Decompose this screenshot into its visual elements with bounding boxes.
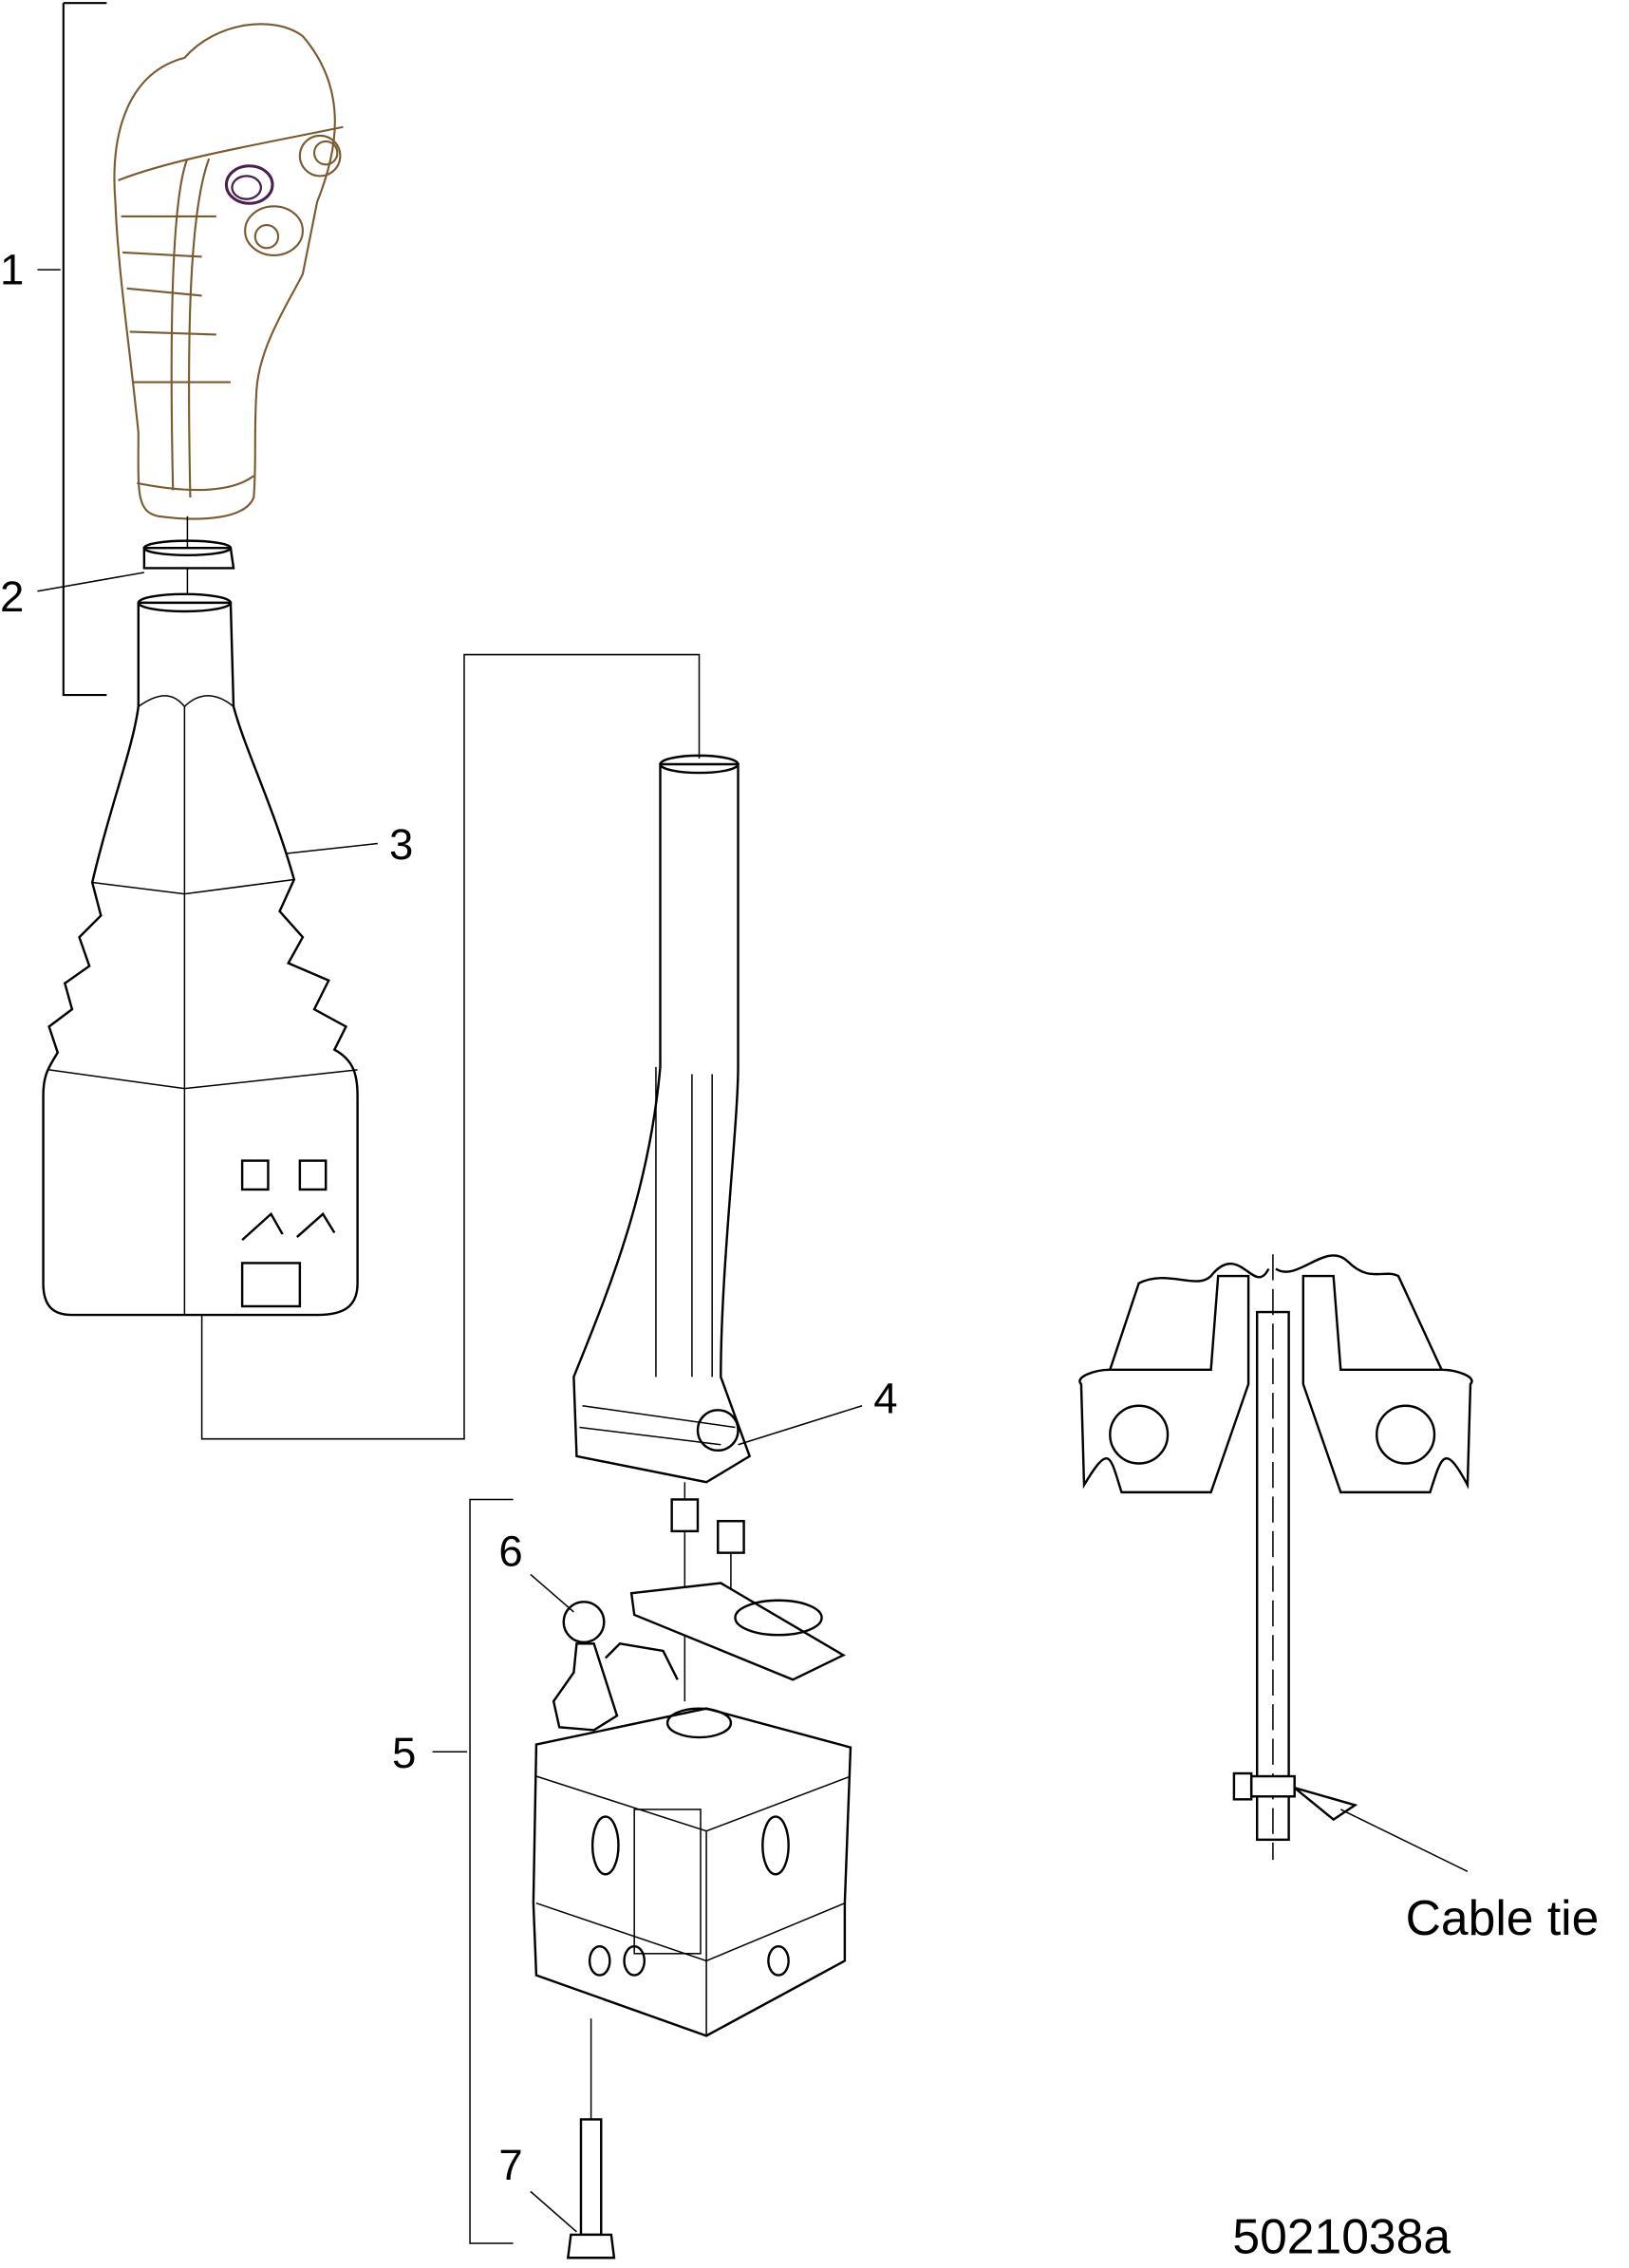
rubber-boot	[42, 592, 359, 1317]
callout-2: 2	[0, 572, 24, 621]
callout-1: 1	[0, 245, 24, 293]
callout-3: 3	[389, 820, 413, 869]
cable-tie-label: Cable tie	[1406, 1890, 1600, 1945]
cable-tie-detail	[1078, 1254, 1473, 1872]
ball-knob	[552, 1601, 679, 1732]
bolt	[566, 2118, 616, 2259]
drawing-number: 5021038a	[1232, 2209, 1451, 2264]
callout-6: 6	[498, 1527, 522, 1575]
handle-grip	[37, 2, 344, 697]
callout-5: 5	[392, 1729, 416, 1777]
screws-and-plate	[629, 1498, 846, 1702]
lever-shaft	[572, 754, 752, 1508]
callout-7: 7	[498, 2141, 522, 2189]
callout-4: 4	[873, 1374, 897, 1422]
base-housing	[532, 1707, 852, 2120]
hex-nut	[142, 539, 235, 594]
